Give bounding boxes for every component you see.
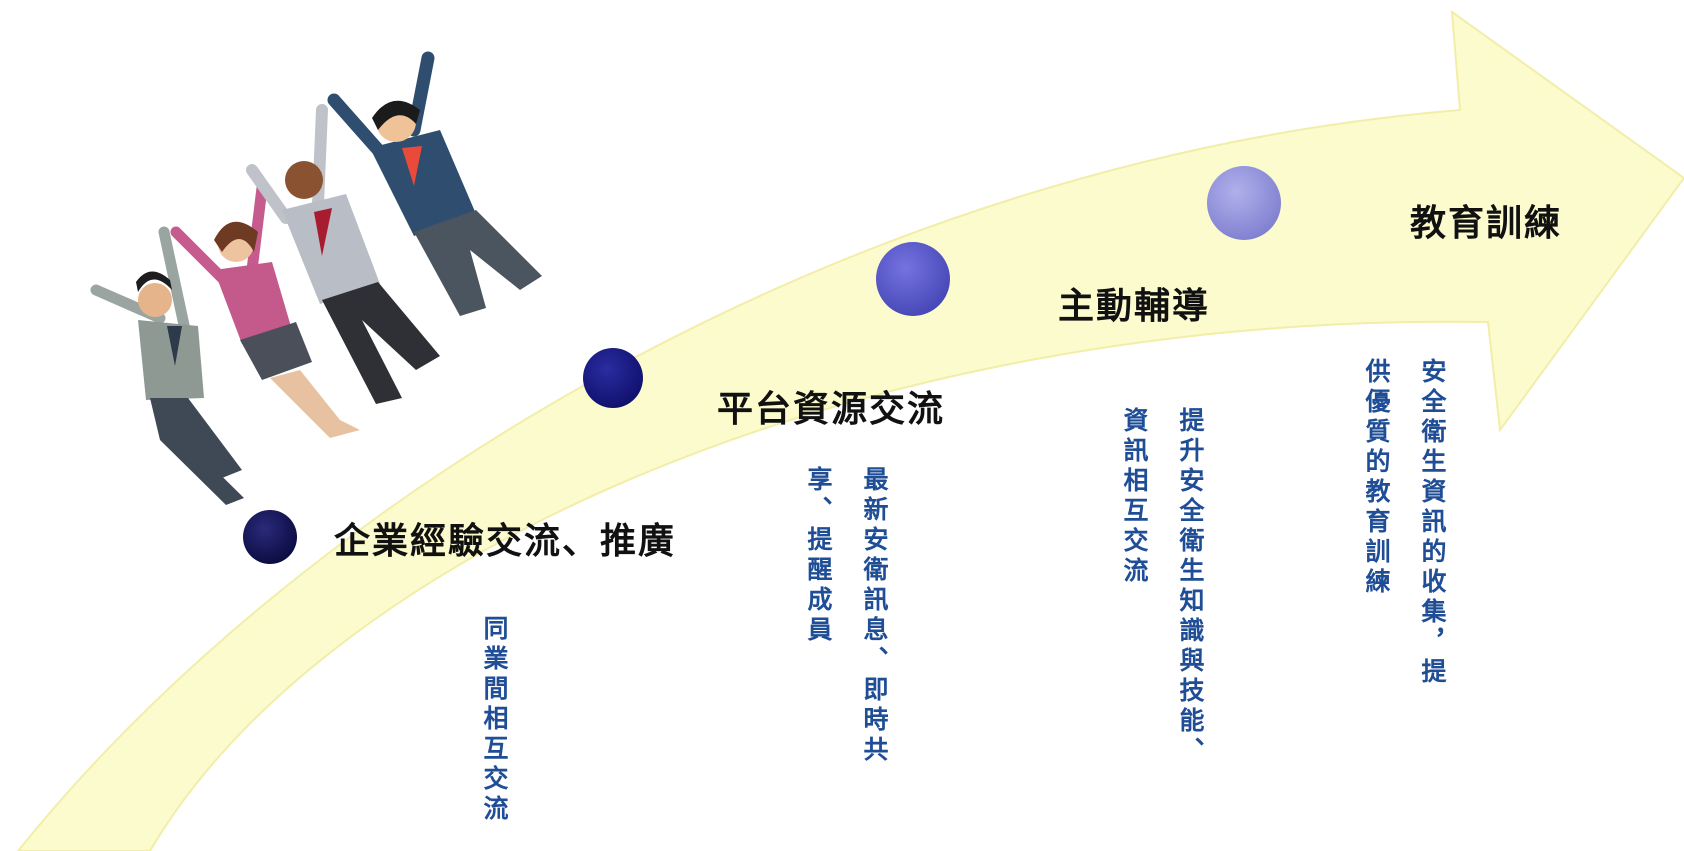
person-4 — [327, 51, 542, 316]
step-title-2: 平台資源交流 — [717, 388, 946, 430]
people-illustration — [90, 51, 542, 505]
step-title-1: 企業經驗交流、推廣 — [334, 520, 677, 562]
step-dot-1 — [243, 510, 297, 564]
step-title-3: 主動輔導 — [1058, 285, 1211, 327]
step-body-2: 最新安衛訊息、即時共 享、提醒成員 — [804, 466, 889, 766]
step-dot-4 — [1207, 166, 1281, 240]
step-dot-2 — [583, 348, 643, 408]
person-3 — [246, 104, 440, 404]
step-title-4: 教育訓練 — [1410, 202, 1563, 244]
step-dot-3 — [876, 242, 950, 316]
step-body-3: 提升安全衛生知識與技能、 資訊相互交流 — [1120, 407, 1205, 767]
person-1 — [90, 226, 244, 505]
step-dots — [243, 166, 1281, 564]
step-body-1: 同業間相互交流 — [480, 615, 509, 825]
person-2 — [170, 182, 360, 438]
step-body-4: 安全衛生資訊的收集，提 供優質的教育訓練 — [1362, 358, 1447, 688]
